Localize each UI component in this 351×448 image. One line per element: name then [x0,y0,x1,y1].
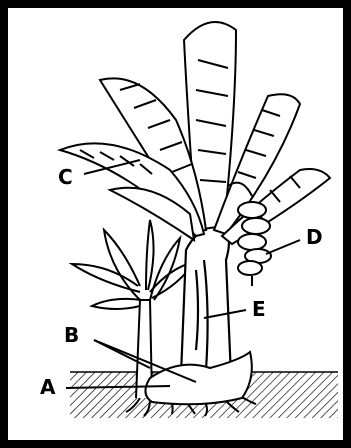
label-c: C [58,165,73,189]
leader-line-d [266,240,300,254]
label-a: A [40,375,56,399]
leaves [60,22,330,244]
label-b: B [64,323,79,347]
label-e: E [252,297,266,321]
label-d: D [306,225,323,249]
